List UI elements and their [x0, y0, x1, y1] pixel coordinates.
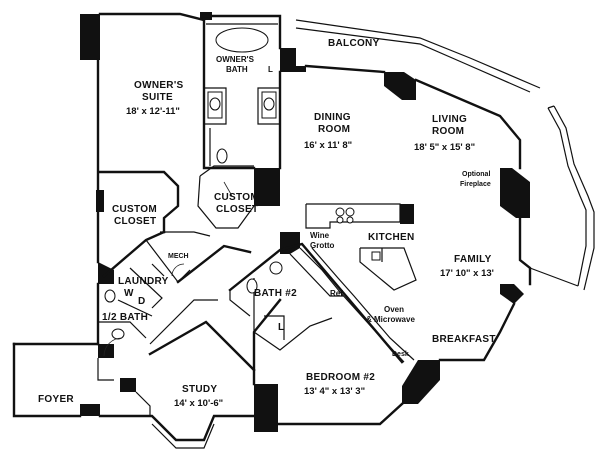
- breakfast-label: BREAKFAST: [432, 334, 496, 345]
- owners-bath-label-2: BATH: [226, 65, 248, 74]
- owners-bath-l-label: L: [268, 65, 273, 74]
- dining-room-dimensions: 16' x 11' 8": [304, 140, 352, 151]
- door-swing-icon: [171, 263, 185, 277]
- fixtures: [103, 27, 381, 357]
- custom-closet-2-label-2: CLOSET: [216, 204, 258, 215]
- laundry-label: LAUNDRY: [118, 276, 169, 287]
- oven-label-2: & Microwave: [366, 315, 415, 324]
- sink-bath2-icon: [269, 261, 283, 275]
- custom-closet-1-label-1: CUSTOM: [112, 204, 157, 215]
- foyer-label: FOYER: [38, 394, 74, 405]
- walls: [12, 12, 595, 449]
- cooktop-burner-icon: [346, 216, 354, 224]
- dining-room-label-1: DINING: [314, 112, 351, 123]
- half-bath-label: 1/2 BATH: [102, 312, 148, 323]
- owners-suite-label-1: OWNER'S: [134, 80, 184, 91]
- cooktop-burner-icon: [335, 207, 345, 217]
- cooktop-burner-icon: [336, 216, 344, 224]
- bedroom-2-dimensions: 13' 4" x 13' 3": [304, 386, 365, 397]
- kitchen-label: KITCHEN: [368, 232, 415, 243]
- toilet-halfbath-icon: [111, 328, 125, 340]
- living-room-dimensions: 18' 5" x 15' 8": [414, 142, 475, 153]
- kitchen-sink-icon: [371, 251, 381, 261]
- door-swing-icon: [223, 181, 233, 197]
- desk-label: Desk: [392, 351, 409, 358]
- owners-suite-label-2: SUITE: [142, 92, 173, 103]
- toilet-bath2-icon: [246, 278, 258, 294]
- fireplace-label-1: Optional: [462, 171, 490, 178]
- bedroom-2-label: BEDROOM #2: [306, 372, 375, 383]
- owners-bath-label-1: OWNER'S: [216, 55, 255, 64]
- sink-halfbath-icon: [104, 289, 116, 303]
- sink-right-icon: [263, 97, 275, 111]
- oven-label-1: Oven: [384, 305, 404, 314]
- bath-2-l-label: L: [278, 322, 284, 333]
- cooktop-burner-icon: [345, 207, 355, 217]
- toilet-owners-icon: [216, 148, 228, 164]
- owners-suite-dimensions: 18' x 12'-11": [126, 106, 180, 117]
- family-dimensions: 17' 10" x 13': [440, 268, 494, 279]
- living-room-label-1: LIVING: [432, 114, 467, 125]
- living-room-label-2: ROOM: [432, 126, 464, 137]
- wine-grotto-label-2: Grotto: [310, 241, 335, 250]
- ref-label: Ref: [330, 289, 343, 298]
- washer-label: W: [124, 288, 134, 299]
- mech-label: MECH: [168, 253, 189, 260]
- bath-2-label: BATH #2: [254, 288, 297, 299]
- sink-left-icon: [209, 97, 221, 111]
- study-label: STUDY: [182, 384, 217, 395]
- bathtub-fixture: [215, 27, 269, 53]
- study-dimensions: 14' x 10'-6": [174, 398, 223, 409]
- dryer-label: D: [138, 296, 146, 307]
- fireplace-label-2: Fireplace: [460, 181, 491, 188]
- dining-room-label-2: ROOM: [318, 124, 350, 135]
- labels: BALCONY OWNER'S BATH L OWNER'S SUITE 18'…: [38, 38, 496, 409]
- custom-closet-1-label-2: CLOSET: [114, 216, 156, 227]
- door-swing-icon: [103, 337, 123, 357]
- balcony-label: BALCONY: [328, 38, 380, 49]
- custom-closet-2-label-1: CUSTOM: [214, 192, 259, 203]
- family-label: FAMILY: [454, 254, 492, 265]
- wine-grotto-label-1: Wine: [310, 231, 330, 240]
